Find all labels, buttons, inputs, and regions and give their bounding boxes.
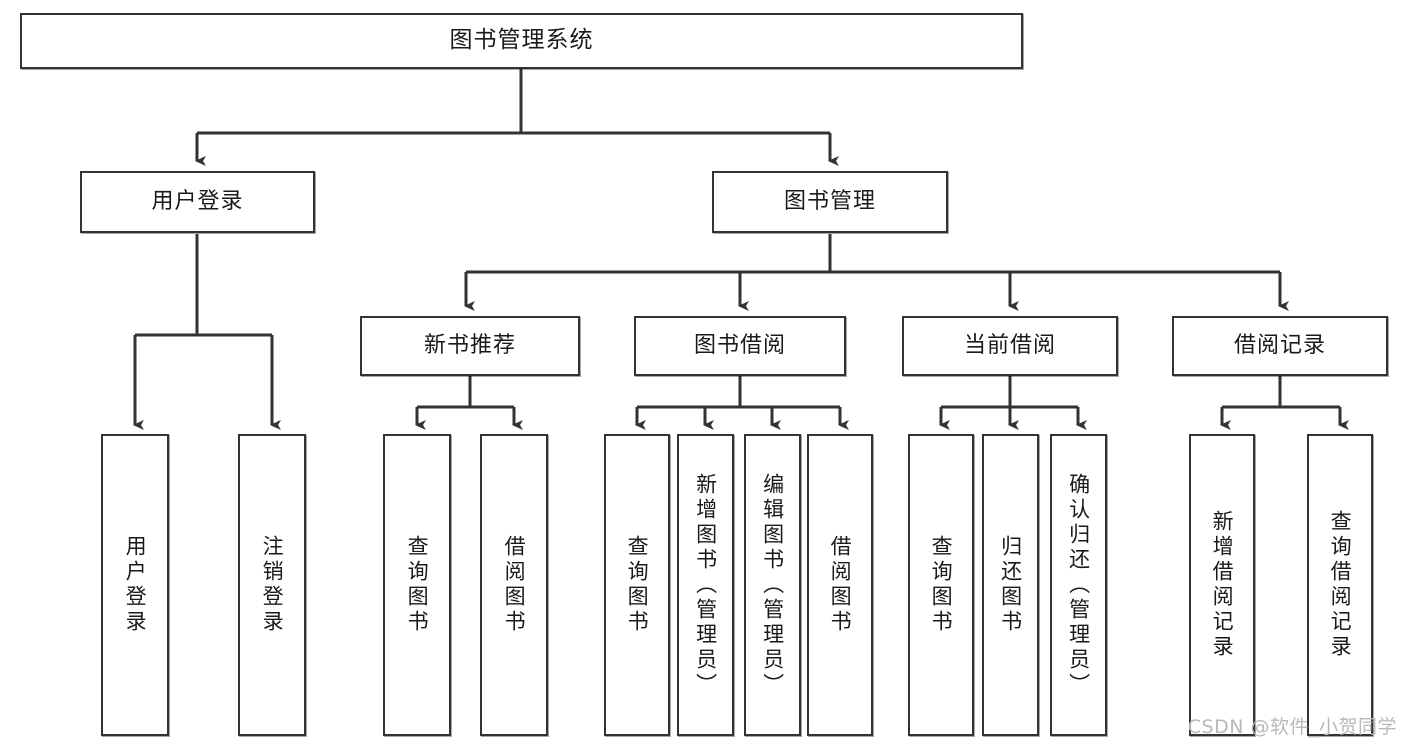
node-label: 注销登录	[260, 535, 285, 635]
leaf-book-borrow-borrow[interactable]: 借阅图书	[807, 434, 873, 736]
node-label: 查询借阅记录	[1328, 510, 1353, 660]
node-label: 借阅记录	[1233, 332, 1326, 358]
leaf-user-login-login[interactable]: 用户登录	[101, 434, 169, 736]
node-borrow-record[interactable]: 借阅记录	[1172, 316, 1388, 376]
node-label: 查询图书	[405, 535, 430, 635]
leaf-book-borrow-add[interactable]: 新增图书（管理员）	[677, 434, 734, 736]
node-root-system[interactable]: 图书管理系统	[20, 13, 1023, 69]
node-label: 用户登录	[123, 535, 148, 635]
leaf-borrow-record-query[interactable]: 查询借阅记录	[1307, 434, 1373, 736]
node-label: 借阅图书	[828, 535, 853, 635]
node-label: 当前借阅	[963, 332, 1056, 358]
node-new-book-recommend[interactable]: 新书推荐	[360, 316, 580, 376]
node-book-borrow[interactable]: 图书借阅	[634, 316, 846, 376]
leaf-current-borrow-query[interactable]: 查询图书	[908, 434, 974, 736]
node-book-management[interactable]: 图书管理	[712, 171, 948, 233]
node-current-borrow[interactable]: 当前借阅	[902, 316, 1118, 376]
node-label: 借阅图书	[502, 535, 527, 635]
leaf-borrow-record-add[interactable]: 新增借阅记录	[1189, 434, 1255, 736]
leaf-book-borrow-edit[interactable]: 编辑图书（管理员）	[744, 434, 801, 736]
leaf-new-book-query[interactable]: 查询图书	[383, 434, 451, 736]
watermark-text: CSDN @软件_小贺同学	[1187, 716, 1397, 738]
leaf-book-borrow-query[interactable]: 查询图书	[604, 434, 670, 736]
node-label: 图书管理系统	[449, 27, 594, 54]
node-label: 查询图书	[625, 535, 650, 635]
node-label: 编辑图书（管理员）	[760, 472, 785, 698]
node-label: 用户登录	[151, 188, 244, 214]
node-user-login[interactable]: 用户登录	[80, 171, 315, 233]
leaf-new-book-borrow[interactable]: 借阅图书	[480, 434, 548, 736]
leaf-current-borrow-confirm[interactable]: 确认归还（管理员）	[1050, 434, 1107, 736]
node-label: 新书推荐	[423, 332, 516, 358]
node-label: 图书管理	[783, 188, 876, 214]
node-label: 图书借阅	[693, 332, 786, 358]
leaf-user-login-logout[interactable]: 注销登录	[238, 434, 306, 736]
node-label: 新增借阅记录	[1210, 510, 1235, 660]
node-label: 查询图书	[929, 535, 954, 635]
node-label: 新增图书（管理员）	[693, 472, 718, 698]
node-label: 确认归还（管理员）	[1066, 472, 1091, 698]
node-label: 归还图书	[998, 535, 1023, 635]
leaf-current-borrow-return[interactable]: 归还图书	[982, 434, 1039, 736]
